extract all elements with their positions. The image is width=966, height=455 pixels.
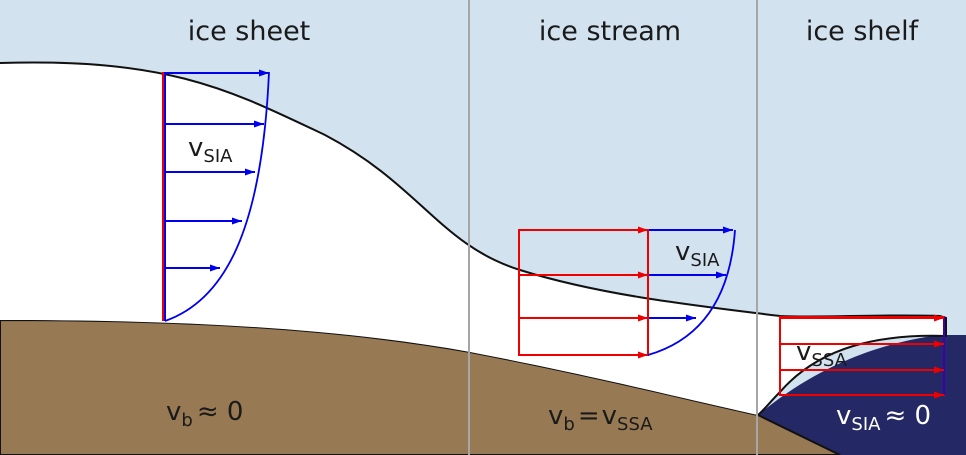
label-stream-basal: vb=vSSA	[548, 401, 653, 435]
stream-sia-profile-curve	[647, 229, 736, 356]
title-ice-stream: ice stream	[539, 16, 681, 47]
label-sheet-velocity: vSIA	[188, 133, 233, 167]
label-shelf-velocity: vSSA	[796, 337, 848, 371]
title-ice-sheet: ice sheet	[188, 16, 311, 47]
stream-velocity-profile	[518, 226, 736, 359]
shelf-velocity-profile	[779, 314, 945, 399]
sheet-sia-profile-curve	[164, 71, 270, 322]
label-stream-velocity: vSIA	[675, 237, 720, 271]
ice-surface-outline	[0, 61, 947, 416]
sheet-velocity-profile	[162, 69, 270, 322]
title-ice-shelf: ice shelf	[806, 16, 920, 47]
ice-body	[0, 62, 946, 415]
label-shelf-basal: vSIA≈ 0	[836, 401, 931, 435]
label-sheet-basal: vb≈ 0	[166, 397, 243, 431]
